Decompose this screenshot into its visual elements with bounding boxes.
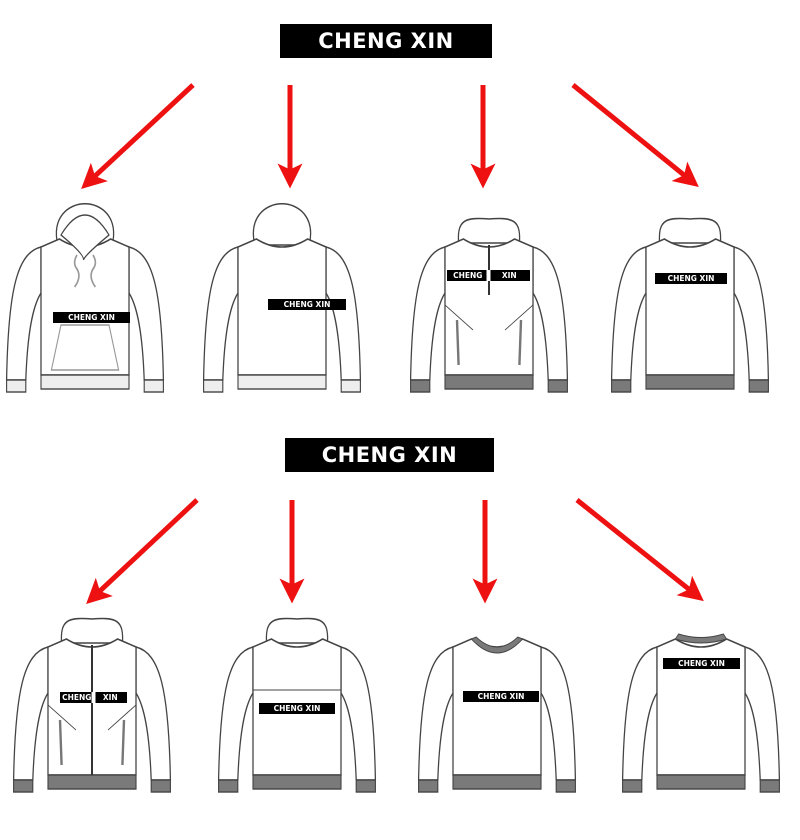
sleeve: [540, 646, 577, 781]
hem-band: [452, 774, 542, 790]
label-text-right: XIN: [502, 271, 517, 280]
cuff: [203, 379, 224, 393]
zipper-gap: [486, 270, 491, 281]
collar-rib: [674, 633, 728, 644]
hem-band: [444, 374, 534, 390]
hem-band: [47, 774, 137, 790]
panel-seams: [444, 304, 534, 331]
hood: [60, 617, 124, 644]
sleeve: [417, 646, 454, 781]
garment-outline: [610, 217, 770, 393]
hem-band: [656, 774, 746, 790]
garment-outline: [5, 202, 165, 393]
hoodie-back: CHENG XIN: [610, 217, 770, 393]
half-zip-hoodie-front: CHENG XIN: [409, 217, 569, 393]
sleeve: [325, 246, 362, 381]
cuff: [748, 379, 769, 393]
zipper-gap: [91, 692, 96, 703]
garment-outline: [202, 202, 362, 393]
hood: [252, 202, 312, 246]
garment-outline: [417, 636, 577, 793]
cuff: [622, 779, 643, 793]
cuff: [759, 779, 780, 793]
red-arrow: [571, 83, 699, 188]
crewneck-sweatshirt-front: CHENG XIN: [417, 636, 577, 793]
cuff: [355, 779, 376, 793]
label-text-left: CHENG: [62, 693, 91, 702]
hood: [265, 617, 329, 644]
sleeve: [733, 246, 770, 381]
body: [645, 238, 735, 376]
kangaroo-pocket: [50, 324, 120, 371]
sleeve: [128, 246, 165, 381]
label-bar: [268, 299, 346, 310]
cuff: [555, 779, 576, 793]
label-text: CHENG XIN: [678, 659, 725, 668]
cuff: [13, 779, 34, 793]
sleeve: [744, 646, 781, 781]
sleeve: [12, 646, 49, 781]
sleeve: [610, 246, 647, 381]
cuff: [410, 379, 431, 393]
hood: [457, 217, 521, 244]
cuff: [418, 779, 439, 793]
label-bar: [463, 691, 539, 702]
cuff: [150, 779, 171, 793]
sleeve: [621, 646, 658, 781]
hem-band: [252, 774, 342, 790]
label-bar: [663, 658, 740, 669]
label-bar: [655, 273, 727, 284]
sleeve: [409, 246, 446, 381]
label-text: CHENG XIN: [478, 692, 525, 701]
label-text-left: CHENG: [453, 271, 482, 280]
cuff: [340, 379, 361, 393]
hem-band: [40, 374, 130, 390]
sleeve: [532, 246, 569, 381]
hem-band: [237, 374, 327, 390]
label-bar: [259, 703, 335, 714]
pullover-hoodie-back: CHENG XIN: [202, 202, 362, 393]
label-text-right: XIN: [103, 693, 118, 702]
sleeve: [217, 646, 254, 781]
drawstrings: [73, 254, 97, 288]
pullover-hoodie-front: CHENG XIN: [5, 202, 165, 393]
hood-opening: [60, 214, 110, 261]
body: [656, 638, 746, 776]
brand-banner-top: CHENG XIN: [280, 24, 492, 58]
label-text: CHENG XIN: [68, 313, 115, 322]
crewneck-sweatshirt-back: CHENG XIN: [621, 633, 781, 793]
full-zip-hoodie-front: CHENG XIN: [12, 617, 172, 793]
red-arrow: [81, 83, 195, 189]
collar-rib: [470, 636, 524, 654]
label-bar: [53, 312, 130, 323]
cuff: [143, 379, 164, 393]
sleeve: [340, 646, 377, 781]
garment-outline: [621, 633, 781, 793]
cuff: [547, 379, 568, 393]
red-arrow: [575, 498, 704, 602]
side-pockets: [455, 319, 523, 366]
sleeve: [202, 246, 239, 381]
sleeve: [5, 246, 42, 381]
red-arrow: [86, 498, 199, 604]
label-text: CHENG XIN: [284, 300, 331, 309]
cuff: [6, 379, 27, 393]
cuff: [611, 379, 632, 393]
label-text: CHENG XIN: [274, 704, 321, 713]
zip-hoodie-back: CHENG XIN: [217, 617, 377, 793]
body: [452, 638, 542, 776]
cuff: [218, 779, 239, 793]
side-pockets: [58, 719, 126, 766]
sleeve: [135, 646, 172, 781]
hem-band: [645, 374, 735, 390]
panel-seams: [47, 704, 137, 731]
hood: [658, 217, 722, 244]
label-text: CHENG XIN: [668, 274, 715, 283]
garment-outline: [12, 617, 172, 793]
garment-outline: [409, 217, 569, 393]
brand-banner-middle: CHENG XIN: [285, 438, 494, 472]
